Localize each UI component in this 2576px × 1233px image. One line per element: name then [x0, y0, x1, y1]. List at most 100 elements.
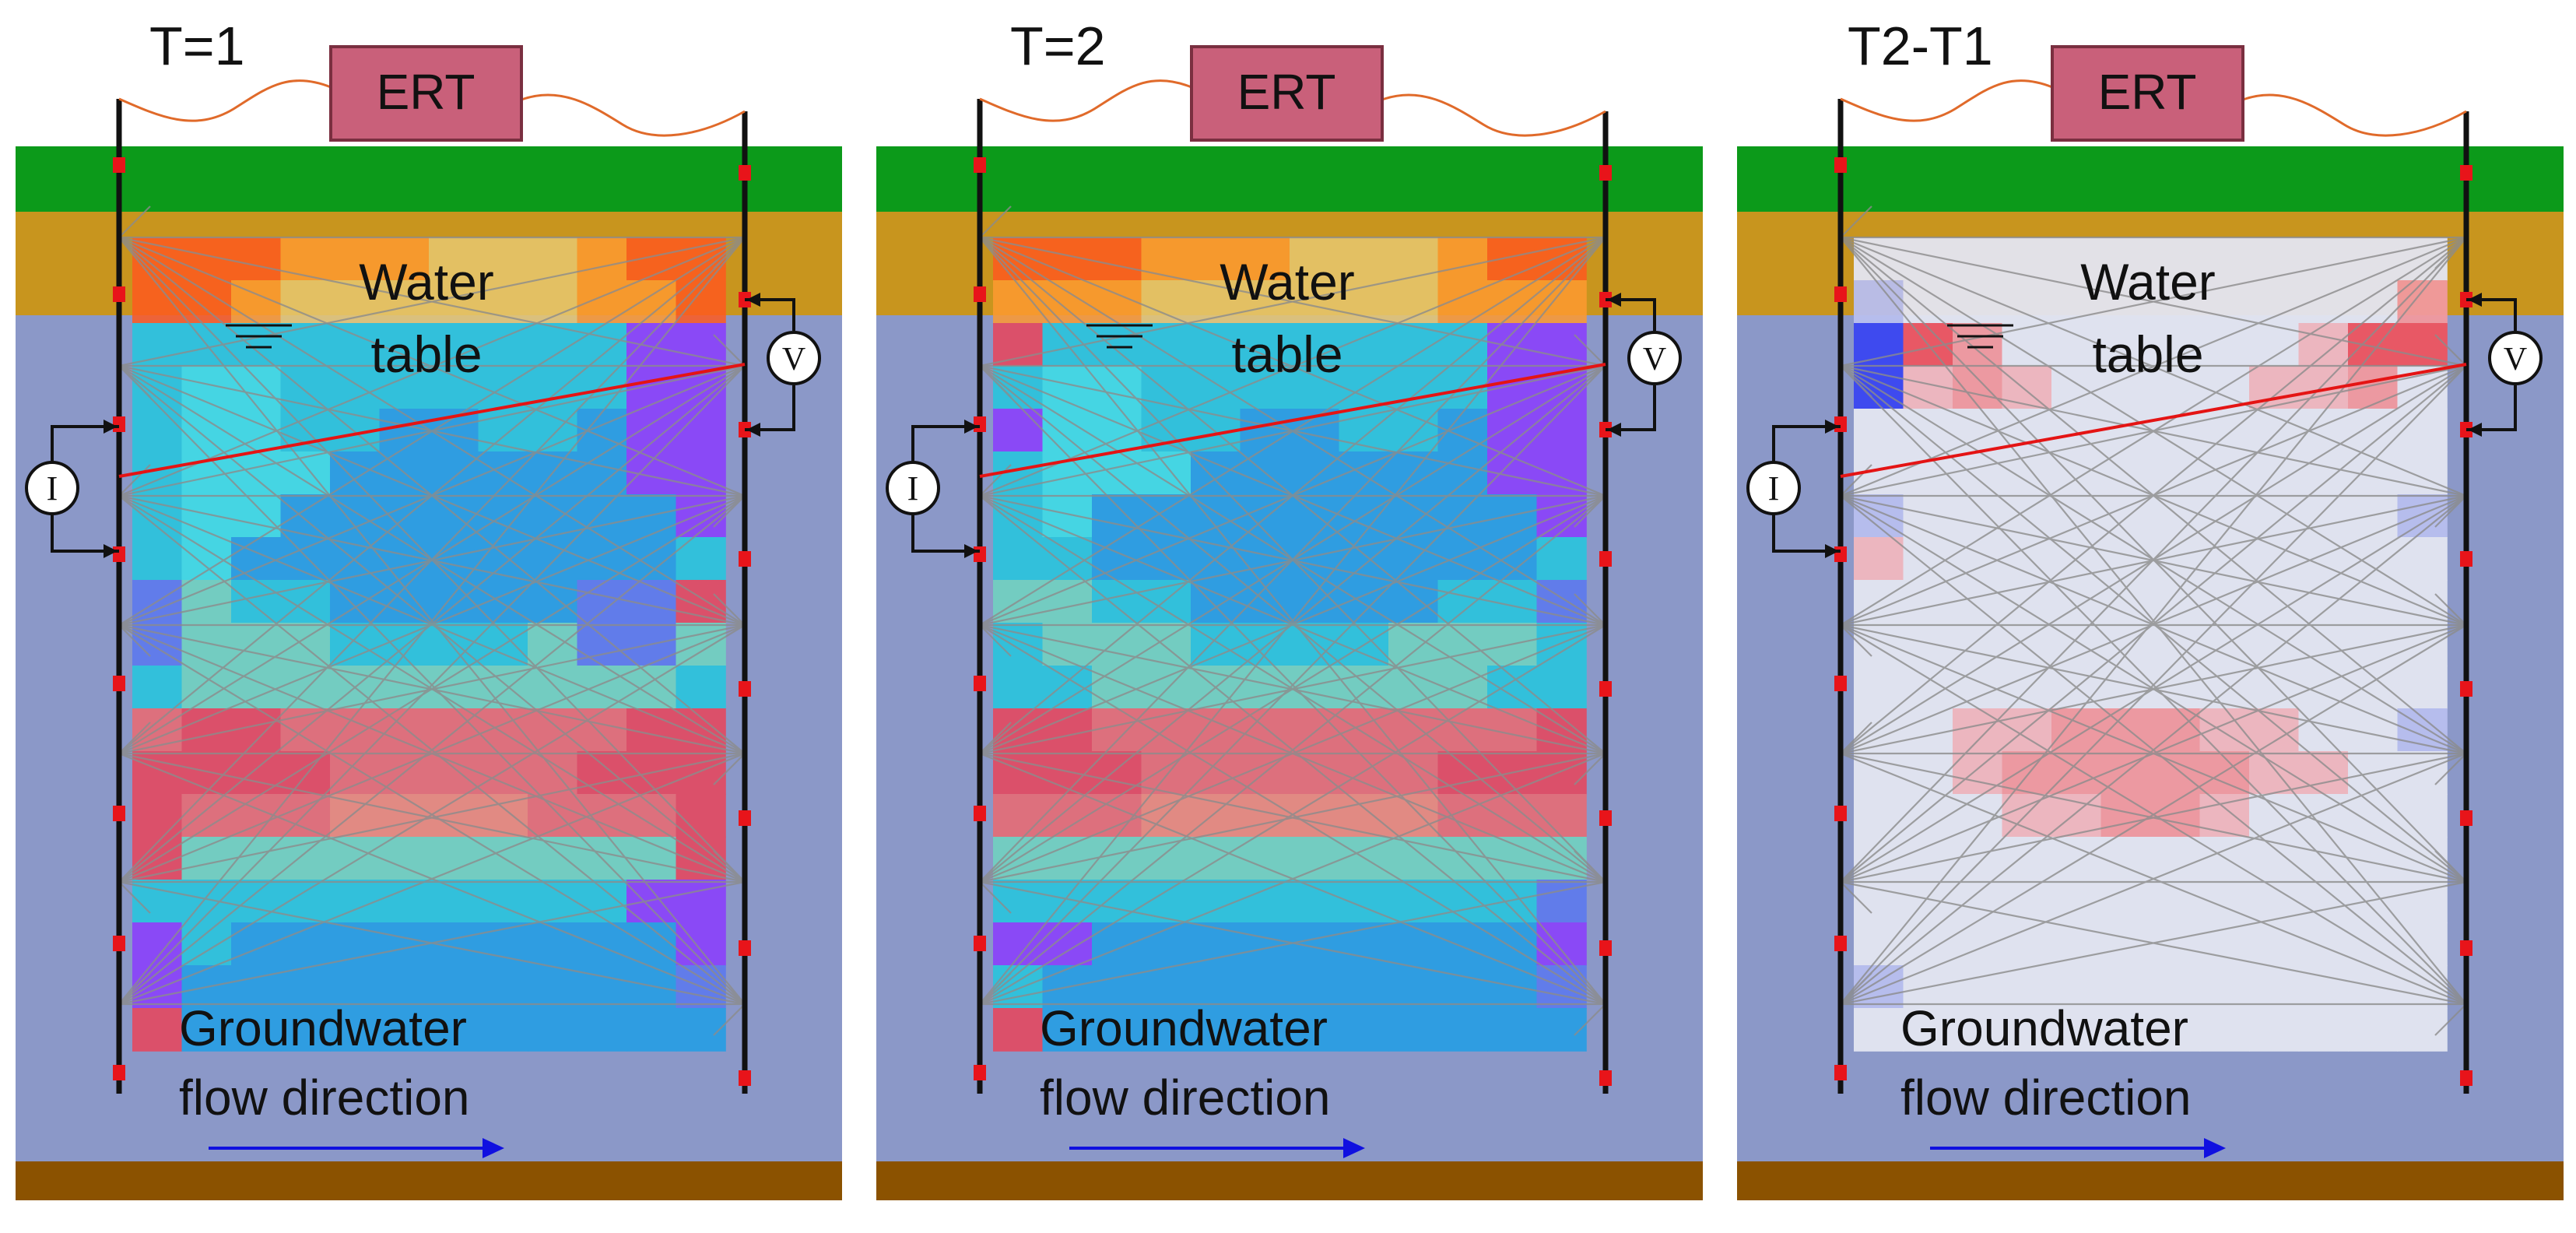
ray-line — [118, 237, 746, 754]
tomogram-cell — [2150, 494, 2201, 538]
tomogram-cell — [1487, 237, 1538, 281]
tomogram-cell — [2348, 965, 2399, 1009]
tomogram-cell — [1042, 880, 1093, 923]
voltage-wire — [2466, 298, 2517, 431]
tomogram-cell — [1953, 237, 2003, 281]
tomogram-cell — [1903, 537, 1953, 581]
tomogram-cell — [676, 751, 726, 795]
tomogram-cell — [2249, 580, 2300, 624]
tomogram-cell — [528, 751, 578, 795]
tomogram-cell — [577, 880, 627, 923]
current-wire — [1772, 425, 1841, 553]
electrode-right — [1599, 551, 1612, 567]
arrow-icon — [1825, 544, 1839, 558]
tomogram-cell — [330, 451, 381, 495]
tomogram-cell — [1854, 537, 1904, 581]
ray-line — [713, 237, 746, 269]
tomogram-cell — [2199, 708, 2250, 752]
tomogram-cell — [1240, 409, 1290, 452]
electrode-right — [1599, 940, 1612, 956]
measurement-line — [1840, 363, 2467, 478]
ray-paths — [118, 206, 746, 1036]
tomogram-cell — [181, 880, 232, 923]
tomogram-cell — [1290, 751, 1340, 795]
tomogram-cell — [1903, 623, 1953, 666]
water-table-label: Water — [1220, 253, 1355, 311]
tomogram-cell — [2051, 965, 2102, 1009]
tomogram-cell — [1437, 237, 1488, 281]
tomogram-cell — [1437, 494, 1488, 538]
tomogram-cell — [132, 794, 183, 838]
ray-line — [1574, 850, 1606, 883]
tomogram-cell — [1487, 409, 1538, 452]
tomogram-cell — [429, 366, 479, 409]
ray-line — [979, 365, 1012, 398]
tomogram-cell — [626, 880, 677, 923]
tomogram-cell — [577, 323, 627, 367]
ray-line — [979, 236, 1606, 367]
tomogram-cell — [1487, 280, 1538, 324]
arrow-icon — [1825, 420, 1839, 434]
tomogram-cell — [2100, 280, 2151, 324]
tomogram-cell — [330, 323, 381, 367]
voltmeter: V — [745, 293, 821, 437]
ray-line — [979, 237, 1606, 883]
tomogram-cell — [626, 409, 677, 452]
tomogram-cell — [1191, 922, 1241, 966]
tomogram-cell — [2051, 451, 2102, 495]
tomogram-cell — [231, 965, 282, 1009]
arrow-icon — [2468, 423, 2482, 437]
ray-line — [1574, 237, 1606, 269]
electrode-left — [113, 157, 125, 173]
tomogram-cell — [1536, 880, 1587, 923]
tomogram-cell — [676, 880, 726, 923]
tomogram-cell — [1854, 794, 1904, 838]
tomogram-cell — [330, 623, 381, 666]
ray-line — [1840, 237, 2467, 626]
current-symbol: I — [1768, 469, 1780, 508]
electrode-left — [974, 936, 986, 951]
tomogram-cell — [1092, 366, 1142, 409]
ert-cable — [1840, 79, 2467, 137]
tomogram-cell — [1536, 794, 1587, 838]
tomogram-cell — [231, 837, 282, 880]
tomogram-cell — [1953, 494, 2003, 538]
tomogram-cell — [231, 323, 282, 367]
ray-line — [118, 624, 746, 883]
tomogram-cell — [1141, 323, 1191, 367]
tomogram-cell — [1042, 1008, 1093, 1052]
tomogram-cell — [2150, 237, 2201, 281]
tomogram-cell — [1953, 880, 2003, 923]
water-table-symbol — [1086, 324, 1153, 349]
electrode-right — [2460, 165, 2472, 181]
ray-line — [118, 881, 151, 914]
tomogram-cell — [1092, 323, 1142, 367]
ray-line — [713, 495, 746, 528]
ray-line — [118, 624, 746, 1005]
ray-line — [118, 365, 746, 1005]
arrow-icon — [104, 544, 118, 558]
ray-line — [1840, 972, 1872, 1005]
electrode-right — [2460, 810, 2472, 826]
tomogram-cell — [2150, 580, 2201, 624]
current-symbol: I — [907, 469, 919, 508]
current-symbol-circle — [1746, 461, 1801, 515]
tomogram-cell — [1437, 280, 1488, 324]
tomogram-cell — [2348, 537, 2399, 581]
ray-line — [118, 236, 746, 497]
ray-line — [979, 881, 1012, 914]
ray-line — [979, 624, 1606, 883]
tomogram-cell — [1903, 1008, 1953, 1052]
tomogram-cell — [2348, 880, 2399, 923]
tomogram-cell — [379, 922, 430, 966]
ray-line — [1840, 236, 2467, 497]
tomogram-cell — [429, 837, 479, 880]
ray-line — [1840, 237, 2467, 754]
tomogram-cell — [2150, 751, 2201, 795]
tomogram-cell — [1290, 323, 1340, 367]
tomogram-cell — [1240, 1008, 1290, 1052]
ray-line — [979, 722, 1012, 754]
ray-line — [1574, 753, 1606, 785]
tomogram-cell — [379, 280, 430, 324]
tomogram-cell — [1953, 708, 2003, 752]
